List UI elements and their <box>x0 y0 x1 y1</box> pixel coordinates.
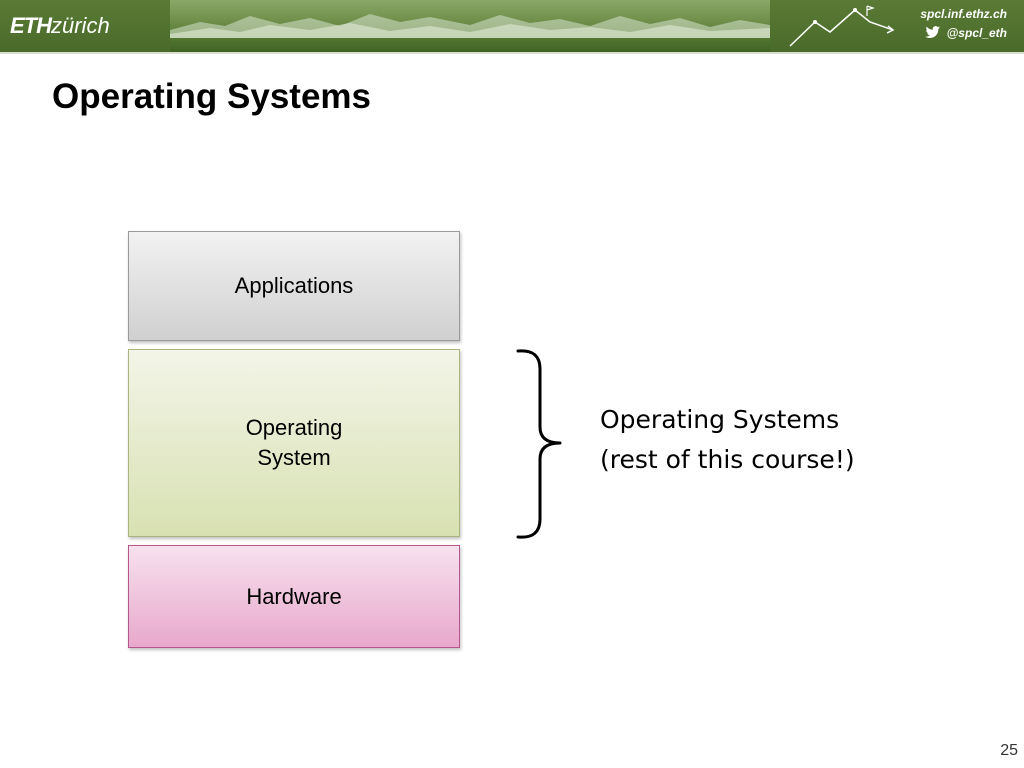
eth-logo-text: zürich <box>51 13 110 38</box>
spcl-logo-icon <box>789 5 895 47</box>
operating-system-layer: Operating System <box>128 349 460 537</box>
site-url: spcl.inf.ethz.ch <box>920 7 1007 21</box>
annotation-line2: (rest of this course!) <box>600 445 855 474</box>
applications-label: Applications <box>234 273 354 298</box>
twitter-icon <box>924 26 940 38</box>
curly-brace <box>516 349 562 539</box>
mountain-ridge-graphic <box>170 14 770 38</box>
hardware-layer: Hardware <box>128 545 460 648</box>
operating-system-label: Operating System <box>246 413 343 473</box>
annotation-text: Operating Systems (rest of this course!) <box>600 400 855 480</box>
twitter-handle: @spcl_eth <box>946 26 1007 40</box>
operating-system-label-line1: Operating <box>245 415 343 440</box>
twitter-line: @spcl_eth <box>920 24 1007 43</box>
slide-title: Operating Systems <box>52 77 371 116</box>
mountain-banner-image <box>170 0 770 52</box>
annotation-line1: Operating Systems <box>600 405 840 434</box>
operating-system-label-line2: System <box>257 445 331 470</box>
eth-zurich-logo: ETHzürich <box>10 13 110 39</box>
slide-header: ETHzürich spcl.inf.ethz.ch @spcl_eth <box>0 0 1024 52</box>
hardware-label: Hardware <box>246 583 342 609</box>
applications-layer: Applications <box>128 231 460 341</box>
page-number: 25 <box>1000 742 1018 759</box>
header-divider <box>0 52 1024 54</box>
eth-logo-bold: ETH <box>10 13 52 38</box>
site-info: spcl.inf.ethz.ch @spcl_eth <box>920 5 1007 43</box>
